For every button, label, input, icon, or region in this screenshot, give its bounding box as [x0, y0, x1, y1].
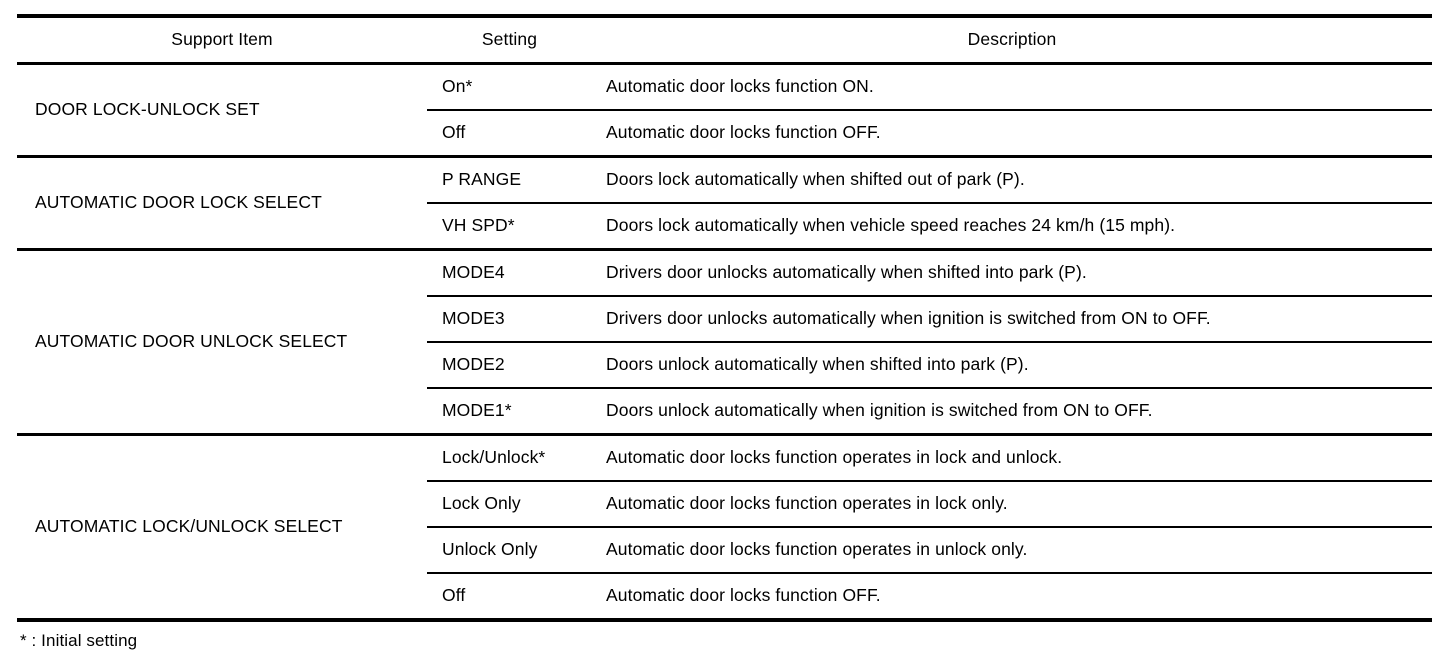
support-item-label: DOOR LOCK-UNLOCK SET: [35, 99, 260, 120]
header-row: Support Item Setting Description: [17, 16, 1432, 64]
description-cell: Doors unlock automatically when ignition…: [592, 387, 1432, 435]
description-cell: Automatic door locks function operates i…: [592, 480, 1432, 527]
setting-cell: VH SPD*: [427, 202, 592, 250]
table-row: DOOR LOCK-UNLOCK SET On*Automatic door lo…: [17, 62, 1432, 157]
description-cell: Automatic door locks function OFF.: [592, 572, 1432, 620]
footnote-initial-setting: * : Initial setting: [20, 631, 138, 650]
setting-cell: Lock Only: [427, 480, 592, 527]
support-item-table: Support Item Setting Description DOOR LO…: [17, 14, 1432, 622]
setting-cell: Unlock Only: [427, 526, 592, 573]
description-cell: Automatic door locks function OFF.: [592, 109, 1432, 157]
description-cell: Drivers door unlocks automatically when …: [592, 248, 1432, 296]
support-item-cell: AUTOMATIC DOOR LOCK SELECT: [17, 155, 427, 250]
support-item-label: AUTOMATIC DOOR UNLOCK SELECT: [35, 331, 348, 352]
setting-cell: MODE3: [427, 295, 592, 342]
description-cell: Automatic door locks function operates i…: [592, 526, 1432, 573]
setting-cell: Lock/Unlock*: [427, 433, 592, 481]
setting-cell: MODE4: [427, 248, 592, 296]
description-cell: Doors unlock automatically when shifted …: [592, 341, 1432, 388]
description-cell: Doors lock automatically when vehicle sp…: [592, 202, 1432, 250]
support-item-cell: AUTOMATIC LOCK/UNLOCK SELECT: [17, 433, 427, 620]
support-item-label: AUTOMATIC DOOR LOCK SELECT: [35, 192, 322, 213]
description-cell: Doors lock automatically when shifted ou…: [592, 155, 1432, 203]
table-row: MODE1*Doors unlock automatically when ig…: [17, 387, 1432, 435]
table-row: AUTOMATIC LOCK/UNLOCK SELECT Lock/Unlock*…: [17, 433, 1432, 620]
column-header-setting: Setting: [481, 29, 538, 50]
support-item-cell: AUTOMATIC DOOR UNLOCK SELECT: [17, 248, 427, 435]
table-header: Support Item Setting Description: [17, 16, 1432, 64]
document-page: Support Item Setting Description DOOR LO…: [17, 14, 1432, 650]
description-cell: Drivers door unlocks automatically when …: [592, 295, 1432, 342]
setting-cell: P RANGE: [427, 155, 592, 203]
table-row: VH SPD*Doors lock automatically when veh…: [17, 202, 1432, 250]
setting-cell: On*: [427, 62, 592, 110]
setting-cell: Off: [427, 572, 592, 620]
setting-cell: MODE2: [427, 341, 592, 388]
description-cell: Automatic door locks function ON.: [592, 62, 1432, 110]
support-item-cell: DOOR LOCK-UNLOCK SET: [17, 62, 427, 157]
description-cell: Automatic door locks function operates i…: [592, 433, 1432, 481]
column-header-description: Description: [967, 29, 1057, 50]
setting-cell: MODE1*: [427, 387, 592, 435]
setting-cell: Off: [427, 109, 592, 157]
support-item-label: AUTOMATIC LOCK/UNLOCK SELECT: [35, 516, 343, 537]
column-header-support-item: Support Item: [171, 29, 273, 50]
